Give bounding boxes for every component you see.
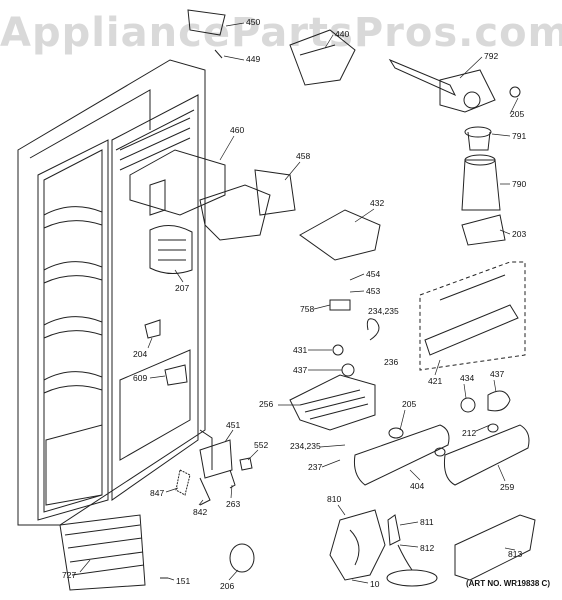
part-label: 205: [402, 399, 417, 409]
filter-790: [461, 159, 501, 211]
part-label: 812: [420, 543, 435, 553]
part-label: 758: [300, 304, 315, 314]
part-label: 810: [327, 494, 342, 504]
part-label: 404: [410, 481, 425, 491]
part-label: 458: [296, 151, 311, 161]
tube-404: [354, 424, 450, 486]
part-label: 259: [500, 482, 515, 492]
valve-792: [388, 58, 457, 97]
tray-432: [299, 209, 381, 261]
harness-810: [329, 509, 386, 581]
cover-421-outline: [419, 261, 526, 371]
part-label: 791: [512, 131, 527, 141]
part-label: 449: [246, 54, 261, 64]
part-label: 842: [193, 507, 208, 517]
part-label: 440: [335, 29, 350, 39]
part-label: 212: [462, 428, 477, 438]
dispenser-assembly: [129, 149, 226, 274]
part-label: 460: [230, 125, 245, 135]
part-label: 453: [366, 286, 381, 296]
part-label: 811: [420, 517, 434, 527]
part-label: 847: [150, 488, 165, 498]
part-label: 451: [226, 420, 241, 430]
part-label: 790: [512, 179, 527, 189]
part-label: 234,235: [290, 441, 321, 451]
part-label: 552: [254, 440, 269, 450]
part-label: 206: [220, 581, 235, 591]
fridge-cabinet: [17, 59, 213, 591]
part-label: 727: [62, 570, 77, 580]
part-label: 263: [226, 499, 241, 509]
part-label: 204: [133, 349, 148, 359]
part-label: 813: [508, 549, 523, 559]
part-label: 792: [484, 51, 499, 61]
part-label: 431: [293, 345, 308, 355]
part-label: 151: [176, 576, 191, 586]
part-label: 236: [384, 357, 399, 367]
part-label: 437: [490, 369, 505, 379]
tube-259: [444, 424, 530, 486]
part-label: 434: [460, 373, 475, 383]
grille-206: [229, 543, 255, 573]
part-label: 237: [308, 462, 323, 472]
art-number: (ART NO. WR19838 C): [465, 579, 550, 588]
part-label: 207: [175, 283, 190, 293]
shelf-256: [289, 374, 376, 431]
part-label: 421: [428, 376, 443, 386]
part-label: 10: [370, 579, 380, 589]
part-label: 432: [370, 198, 385, 208]
part-label: 450: [246, 17, 261, 27]
part-label: 609: [133, 373, 148, 383]
part-label: 234,235: [368, 306, 399, 316]
part-label: 454: [366, 269, 381, 279]
part-label: 256: [259, 399, 274, 409]
part-label: 205: [510, 109, 525, 119]
part-label: 437: [293, 365, 308, 375]
cover-813: [454, 514, 536, 581]
part-label: 203: [512, 229, 527, 239]
